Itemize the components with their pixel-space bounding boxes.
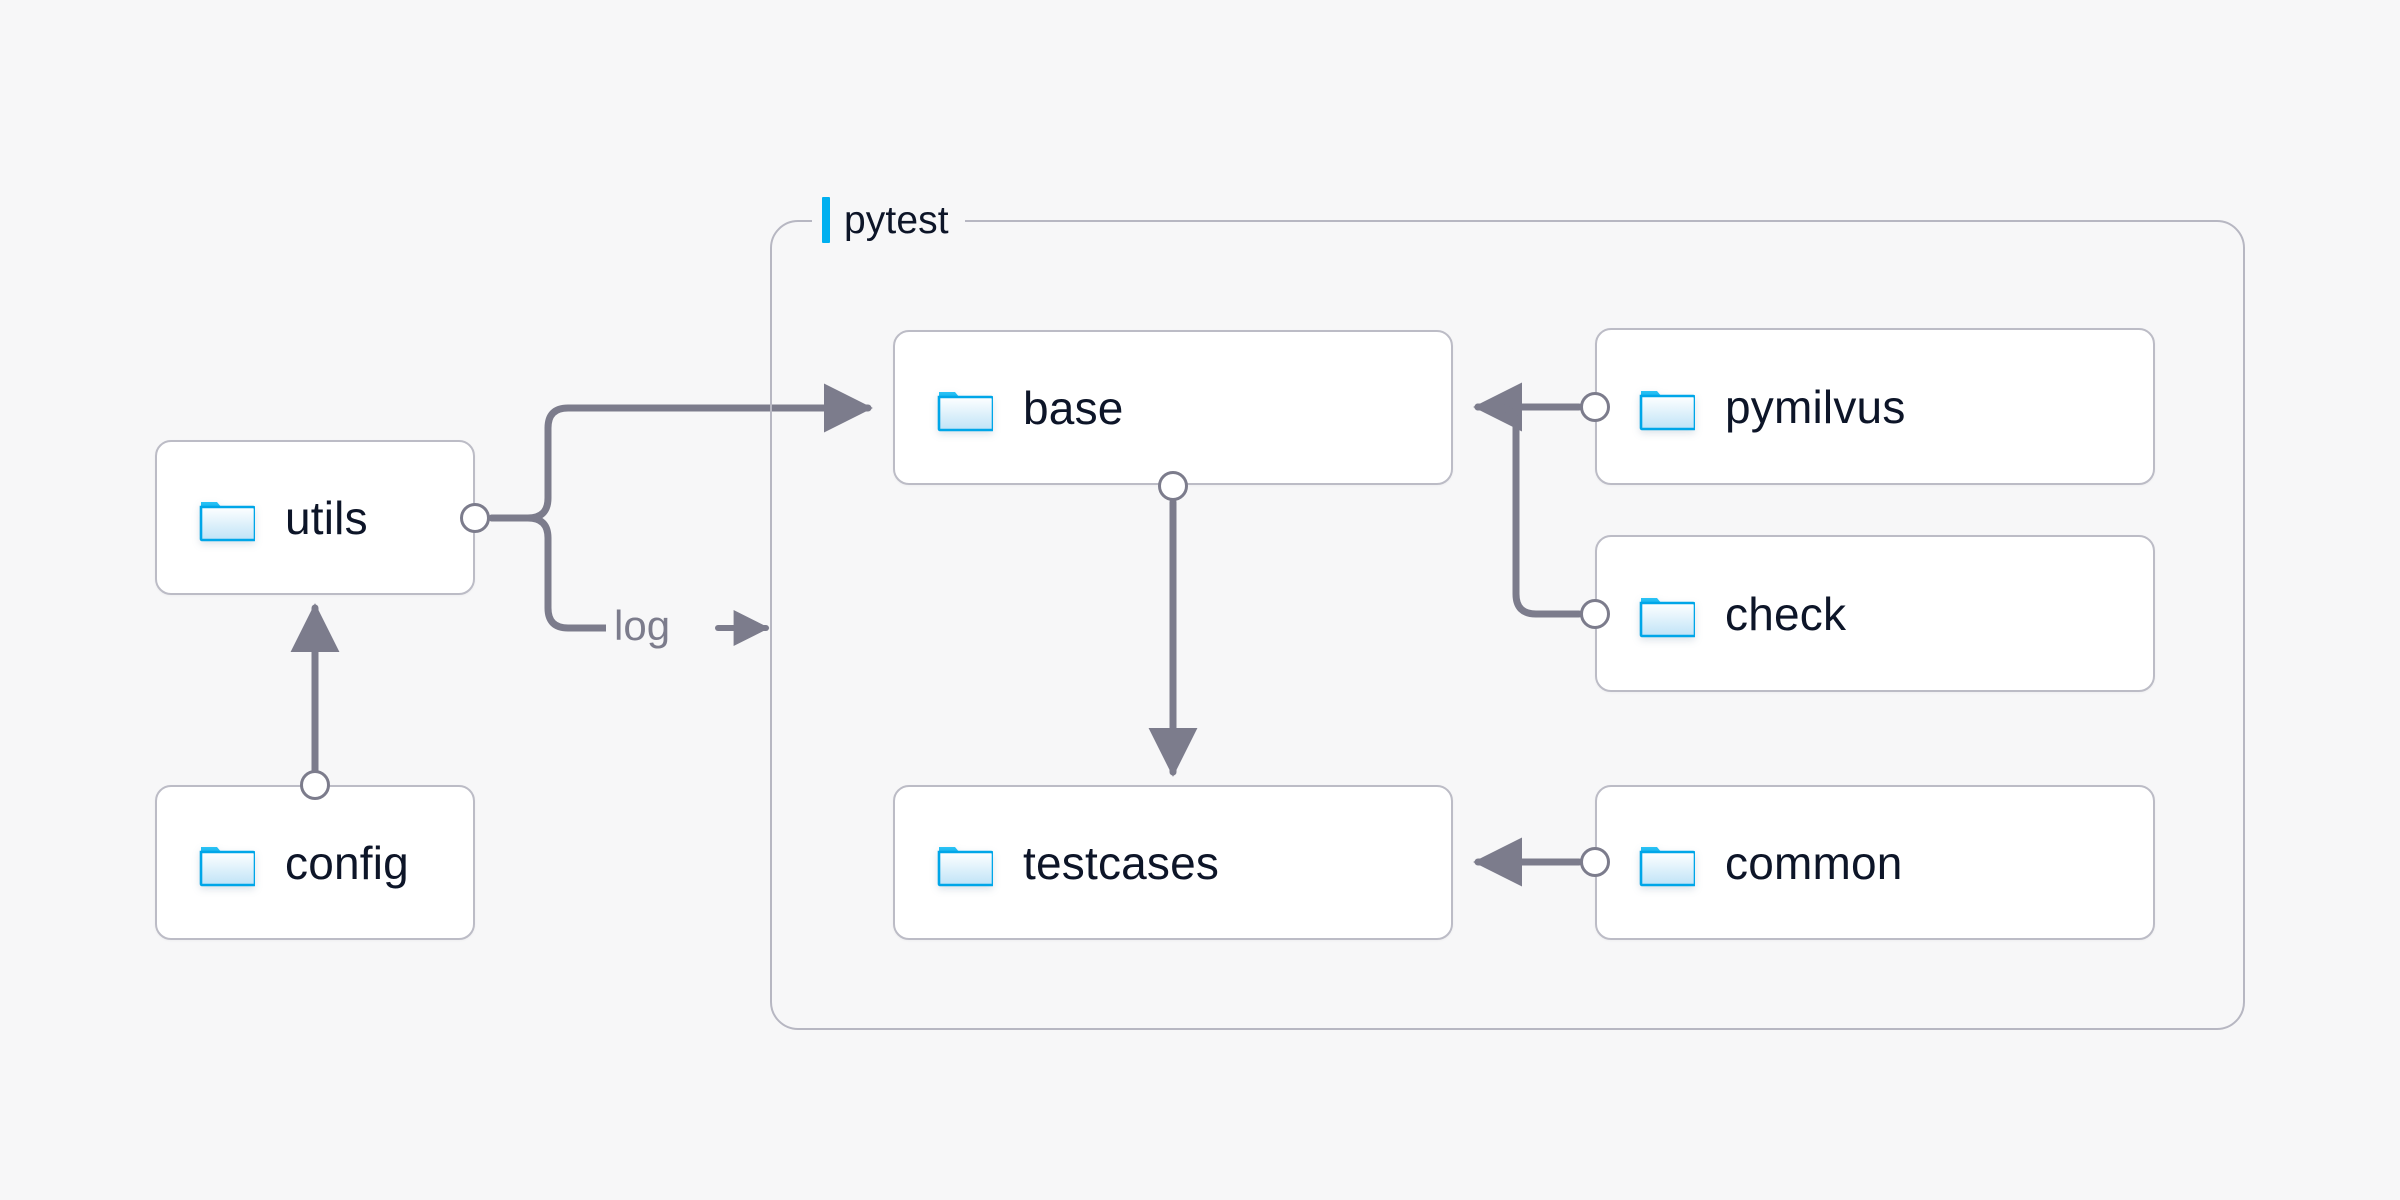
group-pytest-label-text: pytest [844, 198, 949, 242]
node-check-label: check [1725, 587, 1847, 640]
node-base[interactable]: base [893, 330, 1453, 485]
node-testcases[interactable]: testcases [893, 785, 1453, 940]
node-check[interactable]: check [1595, 535, 2155, 692]
group-pytest-label: pytest [812, 194, 965, 246]
node-pymilvus-label: pymilvus [1725, 380, 1906, 433]
port-pymilvus-left[interactable] [1580, 392, 1610, 422]
port-utils-right[interactable] [460, 503, 490, 533]
folder-icon [199, 839, 257, 887]
folder-icon [1639, 383, 1697, 431]
node-config[interactable]: config [155, 785, 475, 940]
folder-icon [1639, 590, 1697, 638]
node-testcases-label: testcases [1023, 836, 1220, 889]
node-utils-label: utils [285, 491, 368, 544]
port-check-left[interactable] [1580, 599, 1610, 629]
edge-label-log: log [606, 603, 679, 649]
folder-icon [937, 839, 995, 887]
node-common-label: common [1725, 836, 1903, 889]
node-config-label: config [285, 836, 409, 889]
node-common[interactable]: common [1595, 785, 2155, 940]
folder-icon [199, 494, 257, 542]
group-accent-bar [822, 197, 830, 243]
node-utils[interactable]: utils [155, 440, 475, 595]
port-common-left[interactable] [1580, 847, 1610, 877]
node-pymilvus[interactable]: pymilvus [1595, 328, 2155, 485]
node-base-label: base [1023, 381, 1124, 434]
port-config-top[interactable] [300, 770, 330, 800]
folder-icon [937, 384, 995, 432]
port-base-bottom[interactable] [1158, 471, 1188, 501]
group-pytest[interactable] [770, 220, 2245, 1030]
folder-icon [1639, 839, 1697, 887]
